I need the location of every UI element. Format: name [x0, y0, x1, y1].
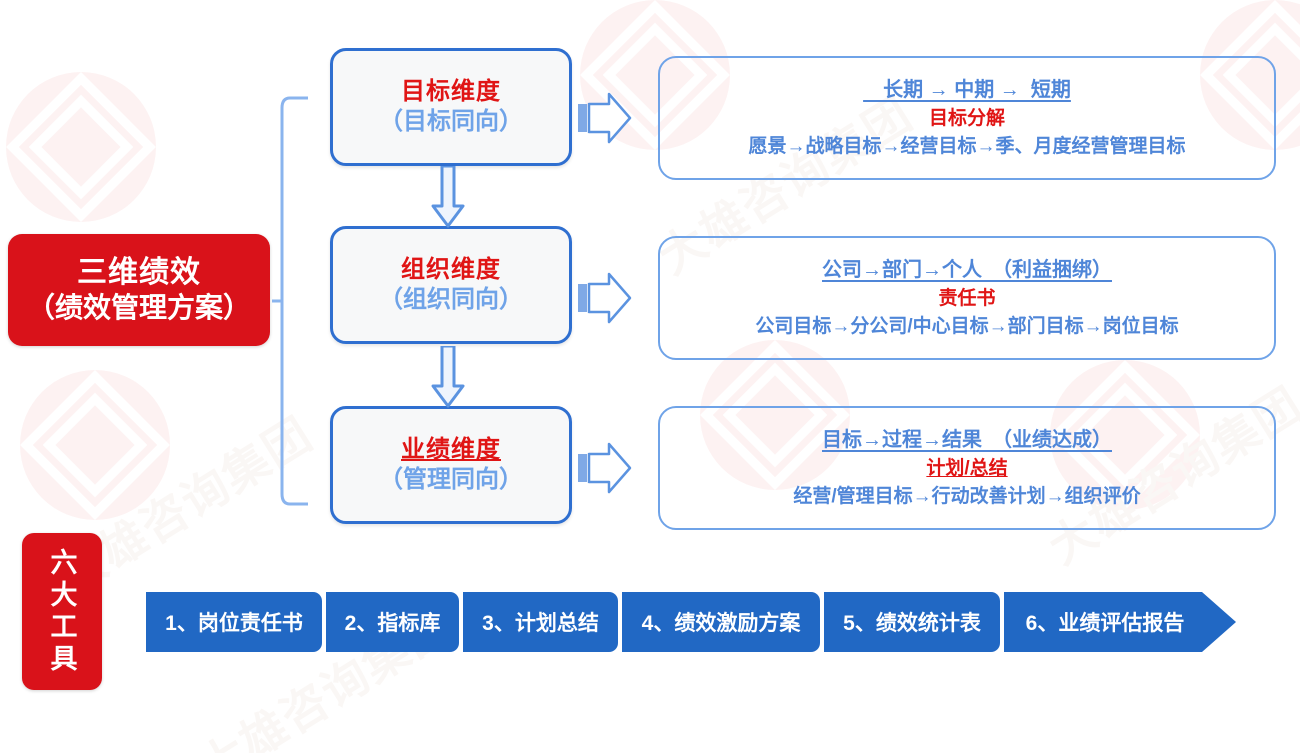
tools-toolbar: 1、岗位责任书 2、指标库 3、计划总结 4、绩效激励方案 5、绩效统计表 6、… — [146, 592, 1236, 652]
arrow-right-icon — [578, 92, 632, 144]
dimension-box-performance[interactable]: 业绩维度 （管理同向） — [330, 406, 572, 524]
master-title: 三维绩效 — [77, 255, 201, 289]
dimension-box-goal[interactable]: 目标维度 （目标同向） — [330, 48, 572, 166]
master-node: 三维绩效 （绩效管理方案） — [8, 234, 270, 346]
arrow-down-icon — [431, 346, 465, 408]
dimension-title: 组织维度 — [401, 256, 501, 283]
tool-item-3[interactable]: 3、计划总结 — [463, 592, 618, 652]
tools-label: 六大工具 — [22, 533, 102, 690]
panel-heading: 长期 → 中期 → 短期 — [863, 79, 1071, 102]
detail-panel-org: 公司→部门→个人 （利益捆绑） 责任书 公司目标→分公司/中心目标→部门目标→岗… — [658, 236, 1276, 360]
detail-panel-performance: 目标→过程→结果 （业绩达成） 计划/总结 经营/管理目标→行动改善计划→组织评… — [658, 406, 1276, 530]
tool-item-5[interactable]: 5、绩效统计表 — [824, 592, 1000, 652]
bracket-connector — [272, 96, 308, 506]
panel-keyword: 计划/总结 — [926, 457, 1008, 479]
dimension-box-org[interactable]: 组织维度 （组织同向） — [330, 226, 572, 344]
watermark-logo-icon — [20, 370, 170, 520]
panel-flow: 愿景→战略目标→经营目标→季、月度经营管理目标 — [748, 135, 1186, 157]
tool-item-6[interactable]: 6、业绩评估报告 — [1004, 592, 1236, 652]
panel-keyword: 目标分解 — [928, 107, 1005, 129]
arrow-down-icon — [431, 166, 465, 228]
watermark-logo-icon — [6, 72, 156, 222]
dimension-subtitle: （管理同向） — [379, 466, 523, 493]
dimension-title: 业绩维度 — [401, 436, 501, 463]
panel-heading: 目标→过程→结果 （业绩达成） — [822, 429, 1112, 452]
panel-heading: 公司→部门→个人 （利益捆绑） — [822, 259, 1112, 282]
arrow-right-icon — [578, 442, 632, 494]
master-subtitle: （绩效管理方案） — [26, 292, 251, 324]
panel-keyword: 责任书 — [938, 287, 996, 309]
dimension-subtitle: （组织同向） — [379, 286, 523, 313]
arrow-right-icon — [578, 272, 632, 324]
tool-item-4[interactable]: 4、绩效激励方案 — [622, 592, 820, 652]
dimension-subtitle: （目标同向） — [379, 108, 523, 135]
tool-item-2[interactable]: 2、指标库 — [326, 592, 459, 652]
detail-panel-goal: 长期 → 中期 → 短期 目标分解 愿景→战略目标→经营目标→季、月度经营管理目… — [658, 56, 1276, 180]
tool-item-1[interactable]: 1、岗位责任书 — [146, 592, 322, 652]
dimension-title: 目标维度 — [401, 78, 501, 105]
panel-flow: 经营/管理目标→行动改善计划→组织评价 — [793, 485, 1141, 507]
panel-flow: 公司目标→分公司/中心目标→部门目标→岗位目标 — [755, 315, 1179, 337]
